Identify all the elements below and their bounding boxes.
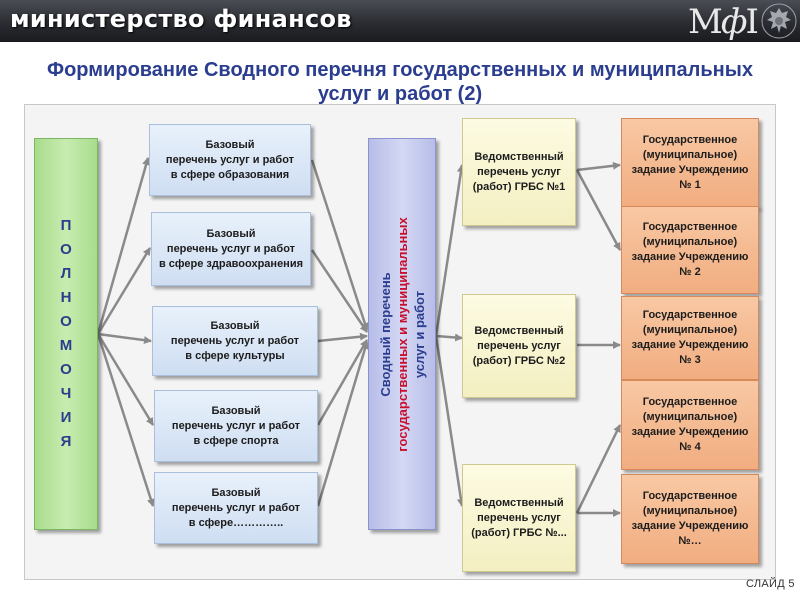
assignment-4: Государственное (муниципальное) задание … xyxy=(621,380,759,470)
assignment-1: Государственное (муниципальное) задание … xyxy=(621,118,759,208)
base-list-healthcare: Базовый перечень услуг и работ в сфере з… xyxy=(151,212,311,286)
departmental-list-2: Ведомственный перечень услуг (работ) ГРБ… xyxy=(462,294,576,398)
assignment-3: Государственное (муниципальное) задание … xyxy=(621,296,759,380)
header-bar: министерство финансов МфІ xyxy=(0,0,800,42)
base-list-sport: Базовый перечень услуг и работ в сфере с… xyxy=(154,390,318,462)
assignment-5: Государственное (муниципальное) задание … xyxy=(621,474,759,564)
departmental-list-3: Ведомственный перечень услуг (работ) ГРБ… xyxy=(462,464,576,572)
powers-letter: О xyxy=(60,313,72,330)
consolidated-list-box: Сводный перечень государственных и муниц… xyxy=(368,138,436,530)
powers-letter: О xyxy=(60,361,72,378)
powers-letter: Ч xyxy=(60,385,72,402)
consolidated-line-2: государственных и муниципальных xyxy=(394,216,410,452)
powers-letter: П xyxy=(60,217,72,234)
powers-letter: И xyxy=(60,409,72,426)
powers-letter: Л xyxy=(60,265,72,282)
slide-title: Формирование Сводного перечня государств… xyxy=(47,59,753,105)
slide-number: СЛАЙД 5 xyxy=(746,578,795,590)
powers-letter: О xyxy=(60,241,72,258)
powers-letter: Я xyxy=(60,433,72,450)
base-list-education: Базовый перечень услуг и работ в сфере о… xyxy=(149,124,311,196)
base-list-culture: Базовый перечень услуг и работ в сфере к… xyxy=(152,306,318,376)
base-list-other: Базовый перечень услуг и работ в сфере……… xyxy=(154,472,318,544)
consolidated-line-3: услуг и работ xyxy=(411,290,427,378)
ministry-title: министерство финансов xyxy=(10,5,352,33)
powers-letter: М xyxy=(59,337,73,354)
logo-letter-i: І xyxy=(745,2,759,42)
logo-letter-f: ф xyxy=(720,2,748,42)
powers-letter: Н xyxy=(60,289,72,306)
consolidated-line-1: Сводный перечень xyxy=(377,271,393,397)
ministry-logo: МфІ xyxy=(688,2,759,42)
assignment-2: Государственное (муниципальное) задание … xyxy=(621,206,759,294)
logo-letter-m: М xyxy=(688,2,723,42)
departmental-list-1: Ведомственный перечень услуг (работ) ГРБ… xyxy=(462,118,576,226)
russian-eagle-emblem-icon xyxy=(761,3,797,39)
